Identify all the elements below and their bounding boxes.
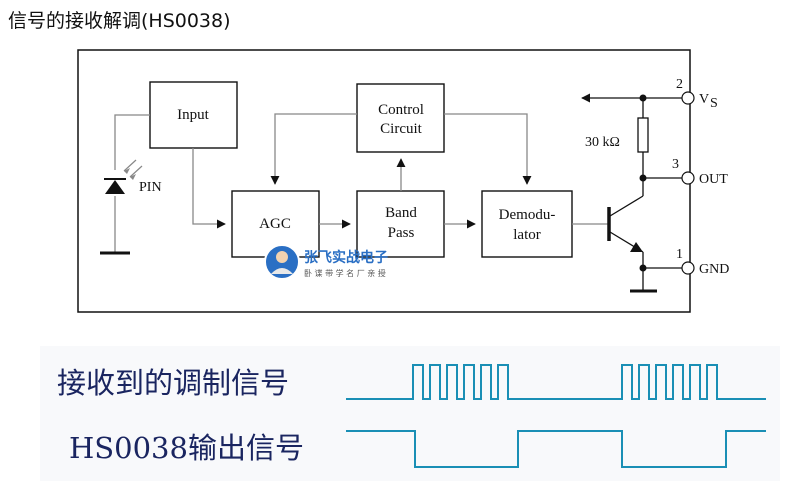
transistor-icon xyxy=(607,195,644,253)
resistor-icon xyxy=(637,117,649,153)
input-block: Input xyxy=(149,81,238,149)
control-label-line1: Control xyxy=(378,102,424,118)
pin-terminals xyxy=(681,91,695,275)
demod-label-line2: lator xyxy=(513,227,541,243)
control-circuit-block: Control Circuit xyxy=(356,83,445,153)
output-wiring xyxy=(581,93,682,290)
watermark: 张飞实战电子 卧 谍 带 学 名 厂 亲 授 xyxy=(264,244,388,280)
demod-label-line1: Demodu- xyxy=(499,207,556,223)
pin-label-vs-subscript: S xyxy=(710,96,718,111)
pin-label: PIN xyxy=(139,180,162,195)
watermark-slogan: 卧 谍 带 学 名 厂 亲 授 xyxy=(304,268,386,278)
bandpass-label-line1: Band xyxy=(385,205,417,221)
bandpass-label-line2: Pass xyxy=(388,225,415,241)
page-title: 信号的接收解调(HS0038) xyxy=(8,10,231,32)
output-signal-label: HS0038输出信号 xyxy=(69,431,304,465)
signal-wires xyxy=(114,113,608,252)
pin-number-out: 3 xyxy=(672,157,679,172)
junction-dots xyxy=(639,94,647,272)
resistor-label: 30 kΩ xyxy=(585,135,620,150)
watermark-name: 张飞实战电子 xyxy=(304,249,388,266)
pin-label-out: OUT xyxy=(699,172,728,187)
agc-label: AGC xyxy=(259,216,291,232)
received-signal-waveform xyxy=(346,364,766,400)
photodiode-icon xyxy=(104,159,143,194)
pin-label-vs: V xyxy=(699,92,709,107)
pin-number-vs: 2 xyxy=(676,77,683,92)
control-label-line2: Circuit xyxy=(380,121,422,137)
input-block-label: Input xyxy=(177,107,209,123)
demodulator-block: Demodu- lator xyxy=(481,190,573,258)
band-pass-block: Band Pass xyxy=(356,190,445,258)
received-signal-label: 接收到的调制信号 xyxy=(57,366,289,400)
pin-number-gnd: 1 xyxy=(676,247,683,262)
output-signal-waveform xyxy=(346,430,766,468)
pin-label-gnd: GND xyxy=(699,262,729,277)
